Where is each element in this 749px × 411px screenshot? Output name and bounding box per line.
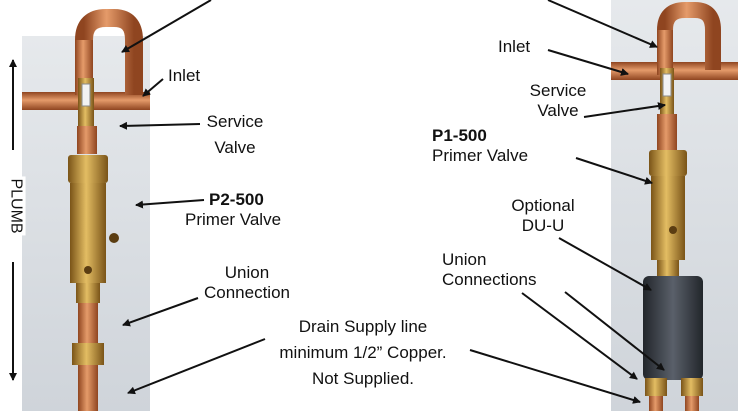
- right-optional-arrow: [558, 237, 652, 291]
- right-union-arrow-2: [521, 292, 638, 380]
- left-primer-label: P2-500 Primer Valve: [185, 190, 281, 230]
- right-optional-line1: Optional: [511, 196, 575, 215]
- left-union-label: Union Connection: [203, 263, 291, 303]
- right-inlet-label: Inlet: [498, 37, 531, 56]
- left-model-label: P2-500: [209, 190, 264, 209]
- right-primer-label: P1-500 Primer Valve: [432, 126, 528, 166]
- left-service-arrow: [119, 121, 201, 130]
- left-service-valve-label: Service Valve: [205, 112, 265, 158]
- right-primer-valve-text: Primer Valve: [432, 146, 529, 165]
- left-service-line2: Valve: [214, 138, 256, 157]
- plumb-label: PLUMB: [5, 176, 26, 236]
- right-primer-arrow: [575, 157, 653, 185]
- right-inlet-arrow: [547, 49, 629, 76]
- right-union-arrow-1: [564, 291, 665, 371]
- left-inlet-label: Inlet: [168, 66, 201, 85]
- right-service-arrow: [583, 102, 666, 118]
- drain-note-line3: Not Supplied.: [311, 369, 415, 388]
- right-optional-label: Optional DU-U: [508, 196, 578, 236]
- left-service-line1: Service: [206, 112, 264, 131]
- top-left-arrow: [121, 0, 212, 53]
- drain-supply-note: Drain Supply line minimum 1/2” Copper. N…: [268, 314, 458, 392]
- left-primer-valve-text: Primer Valve: [185, 210, 282, 229]
- top-right-arrow: [547, 0, 658, 48]
- right-drain-arrow: [469, 349, 641, 404]
- right-union-line2: Connections: [442, 270, 537, 289]
- drain-note-line2: minimum 1/2” Copper.: [279, 343, 447, 362]
- right-service-valve-label: Service Valve: [528, 81, 588, 121]
- left-union-line1: Union: [224, 263, 270, 282]
- right-union-line1: Union: [442, 250, 487, 269]
- right-service-line1: Service: [529, 81, 587, 100]
- right-union-label: Union Connections: [442, 250, 537, 290]
- left-union-arrow: [122, 297, 199, 327]
- left-primer-arrow: [135, 199, 205, 209]
- left-drain-arrow: [127, 338, 266, 395]
- drain-note-line1: Drain Supply line: [298, 317, 428, 336]
- right-service-line2: Valve: [537, 101, 579, 120]
- right-model-label: P1-500: [432, 126, 487, 145]
- right-valve-photo: [611, 0, 738, 411]
- left-valve-photo: [22, 9, 150, 411]
- left-inlet-arrow: [142, 78, 164, 97]
- right-optional-line2: DU-U: [521, 216, 565, 235]
- left-union-line2: Connection: [203, 283, 290, 302]
